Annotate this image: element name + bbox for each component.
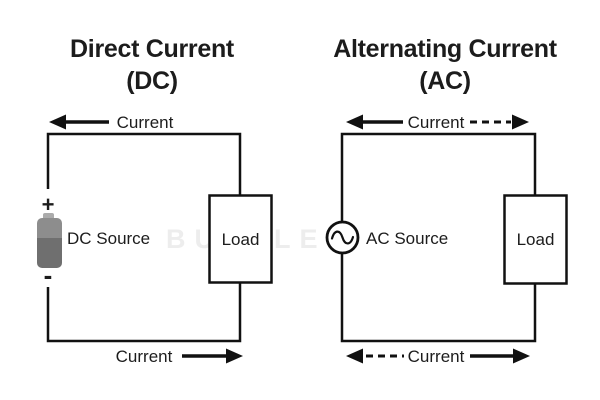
ac-top-arrow-head-left (346, 114, 363, 130)
ac-source-label: AC Source (366, 229, 448, 248)
dc-title: Direct Current (70, 35, 235, 63)
ac-load-box (503, 194, 568, 285)
ac-bottom-arrow-head-right (513, 348, 530, 364)
dc-bottom-arrow-head-right (226, 348, 243, 364)
ac-load-label: Load (517, 230, 555, 249)
battery-body-top (37, 218, 62, 244)
dc-load-label: Load (222, 230, 260, 249)
dc-bottom-current-arrow (182, 348, 243, 364)
dc-bottom-current-label: Current (116, 347, 173, 366)
dc-battery-icon (37, 213, 62, 268)
dc-negative-terminal: - (44, 260, 53, 290)
ac-panel: Alternating Current (AC) Current AC Sour… (325, 35, 568, 366)
ac-bottom-current-label: Current (408, 347, 465, 366)
ac-title: Alternating Current (333, 35, 557, 63)
dc-source-label: DC Source (67, 229, 150, 248)
dc-top-arrow-head-left (49, 114, 66, 130)
sine-wave-icon (330, 230, 355, 245)
dc-panel: Direct Current (DC) Current + - DC Sourc… (37, 35, 273, 366)
ac-top-current-arrow (346, 114, 529, 130)
ac-top-arrow-head-right (512, 114, 529, 130)
ac-circuit-wire (340, 132, 537, 343)
ac-source-icon (325, 220, 360, 255)
dc-top-current-label: Current (117, 113, 174, 132)
dc-circuit-wire (46, 132, 242, 343)
battery-body-bottom (37, 238, 62, 268)
ac-subtitle: (AC) (419, 67, 471, 95)
dc-positive-terminal: + (42, 192, 55, 217)
ac-top-current-label: Current (408, 113, 465, 132)
ac-bottom-arrow-head-left (346, 348, 363, 364)
ac-bottom-current-arrow (346, 348, 530, 364)
dc-top-current-arrow (49, 114, 109, 130)
dc-load-box (208, 194, 273, 284)
dc-subtitle: (DC) (126, 67, 178, 95)
